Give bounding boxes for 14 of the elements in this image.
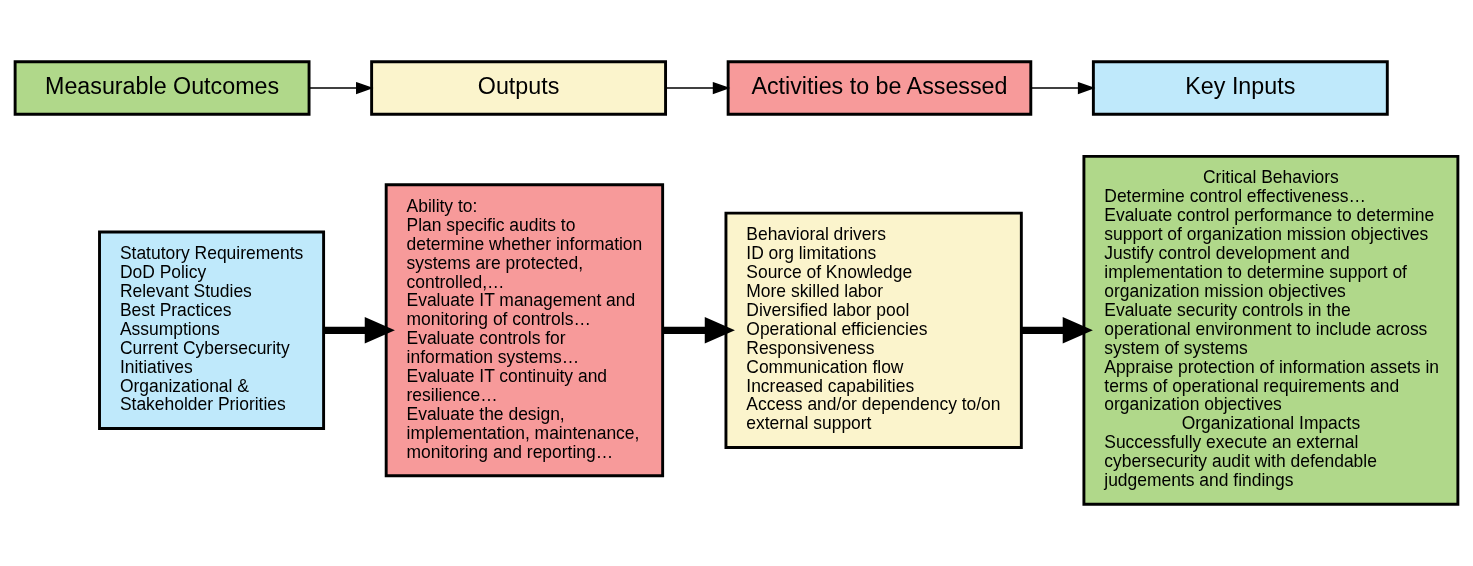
arrow [1021, 317, 1093, 344]
node-box: Statutory Requirements DoD Policy Relevant Studies Best Practices Assumptions Current Cybersecurity Initiatives Organizational & Stakeholder Priorities [98, 230, 326, 430]
node-box: Activities to be Assessed [726, 60, 1033, 116]
node-box: Behavioral drivers ID org limitations Source of Knowledge More skilled labor Diversified labor pool Operational efficiencies Responsiveness Communication flow Increased capabilities Access and/or dependency to/on external support [724, 211, 1023, 449]
arrow [1030, 81, 1096, 95]
node-box: Measurable Outcomes [13, 60, 311, 116]
node-box: Critical Behaviors Determine control effectiveness… Evaluate control performance to determine support of organization mission objectives Justify control development and implementation to determine support of organization mission objectives Evaluate security controls in the operational environment to include across system of systems Appraise protection of information assets in terms of operational requirements and organization objectives Organizational Impacts Successfully execute an external cybersecurity audit with defendable judgements and findings [1082, 154, 1460, 506]
arrow [662, 317, 735, 344]
node-box: Ability to: Plan specific audits to determine whether information systems are protected, controlled,… Evaluate IT management and monitoring of controls… Evaluate controls for information systems… Evaluate IT continuity and resilience… Evaluate the design, implementation, maintenance, monitoring and reporting… [384, 183, 665, 478]
node-box: Key Inputs [1091, 60, 1389, 116]
arrow [324, 317, 395, 344]
arrow [308, 81, 374, 95]
arrow [665, 81, 731, 95]
node-box: Outputs [370, 60, 667, 116]
